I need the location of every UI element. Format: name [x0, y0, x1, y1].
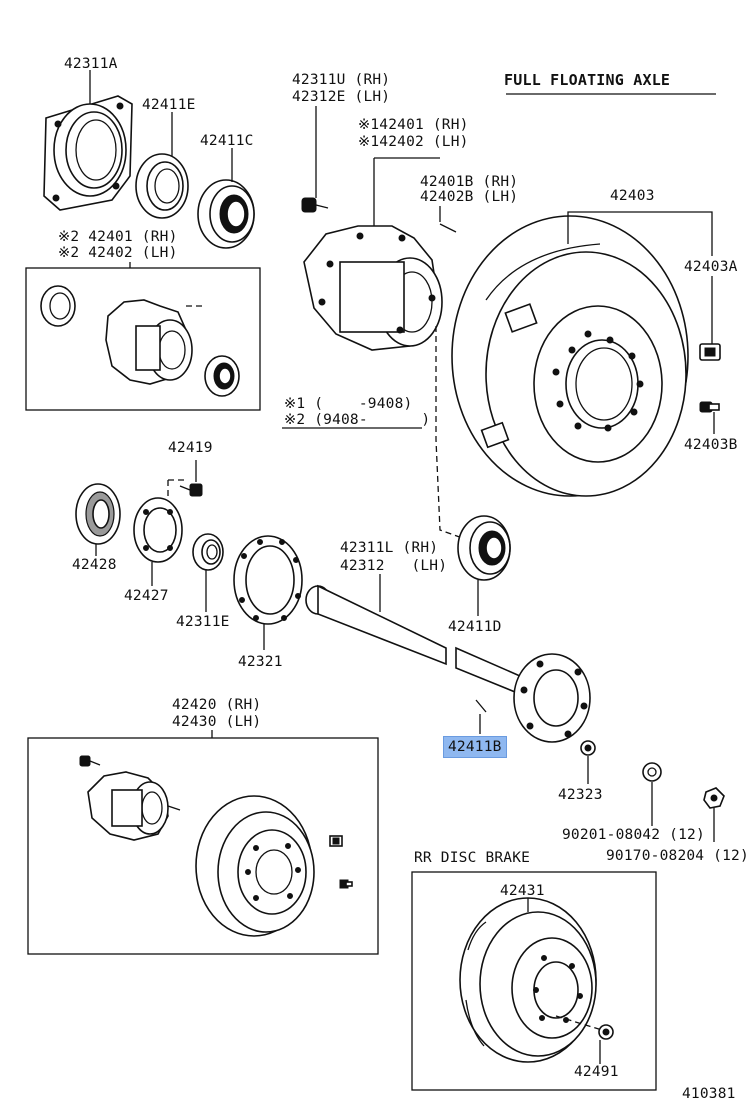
- callout-42403[interactable]: 42403: [610, 188, 655, 204]
- box-oil-seal[interactable]: [40, 285, 76, 327]
- callout-42312E[interactable]: 42312E (LH): [292, 89, 391, 105]
- part-42411D-bearing[interactable]: [457, 515, 511, 581]
- disc-brake-box: [411, 871, 657, 1091]
- disc-brake-title: RR DISC BRAKE: [414, 850, 531, 866]
- box-axle-hub[interactable]: [87, 771, 169, 841]
- callout-42401B[interactable]: 42401B (RH): [420, 174, 519, 190]
- part-42427-retainer[interactable]: [133, 497, 183, 563]
- part-42321-gasket[interactable]: [233, 535, 303, 625]
- hub-drum-assembly-box: [27, 737, 379, 955]
- box-screw[interactable]: [339, 879, 353, 889]
- footnote-1: ※1 ( -9408): [284, 396, 413, 412]
- part-42401B-hub-stud[interactable]: [439, 223, 457, 233]
- callout-42491[interactable]: 42491: [574, 1064, 619, 1080]
- part-42431-disc-rotor[interactable]: [459, 897, 597, 1063]
- part-42323-nut[interactable]: [580, 740, 596, 756]
- footnote-2: ※2 (9408- ): [284, 412, 431, 428]
- callout-42311L[interactable]: 42311L (RH): [340, 540, 439, 556]
- box-hole-plug[interactable]: [329, 835, 343, 847]
- part-42411C-bearing[interactable]: [197, 179, 255, 249]
- part-90170-nut[interactable]: [703, 787, 725, 809]
- callout-42431[interactable]: 42431: [500, 883, 545, 899]
- callout-42321[interactable]: 42321: [238, 654, 283, 670]
- part-42311A-retainer[interactable]: [43, 95, 133, 211]
- box-hub-bolt[interactable]: [79, 755, 101, 767]
- part-42411E-oil-seal[interactable]: [135, 153, 189, 219]
- callout-42311U[interactable]: 42311U (RH): [292, 72, 391, 88]
- callout-142401[interactable]: ※142401 (RH): [358, 117, 469, 133]
- diagram-title: FULL FLOATING AXLE: [504, 71, 671, 89]
- callout-42411B-highlighted[interactable]: 42411B: [443, 736, 507, 758]
- callout-42411E-top[interactable]: 42411E: [142, 97, 196, 113]
- callout-42419[interactable]: 42419: [168, 440, 213, 456]
- callout-42420[interactable]: 42420 (RH): [172, 697, 262, 713]
- callout-90170[interactable]: 90170-08204 (12): [606, 848, 749, 864]
- part-42419-bolt[interactable]: [179, 483, 203, 497]
- callout-42428[interactable]: 42428: [72, 557, 117, 573]
- box-bearing[interactable]: [204, 355, 240, 397]
- callout-42312[interactable]: 42312 (LH): [340, 558, 448, 574]
- callout-2-42401[interactable]: ※2 42401 (RH): [58, 229, 178, 245]
- callout-42403A[interactable]: 42403A: [684, 259, 738, 275]
- callout-42430[interactable]: 42430 (LH): [172, 714, 262, 730]
- box-hub[interactable]: [105, 299, 193, 385]
- callout-90201[interactable]: 90201-08042 (12): [562, 827, 705, 843]
- callout-2-42402[interactable]: ※2 42402 (LH): [58, 245, 178, 261]
- diagram-number: 410381: [682, 1086, 736, 1102]
- part-42311E-oil-seal[interactable]: [192, 533, 224, 571]
- callout-142402[interactable]: ※142402 (LH): [358, 134, 469, 150]
- part-42491-plug[interactable]: [598, 1024, 614, 1040]
- callout-42323[interactable]: 42323: [558, 787, 603, 803]
- part-42311U-hub-bolt[interactable]: [301, 197, 329, 213]
- part-42403B-screw[interactable]: [699, 401, 720, 413]
- callout-42411C[interactable]: 42411C: [200, 133, 254, 149]
- callout-42311A[interactable]: 42311A: [64, 56, 118, 72]
- callout-42427[interactable]: 42427: [124, 588, 169, 604]
- callout-42403B[interactable]: 42403B: [684, 437, 738, 453]
- callout-42402B[interactable]: 42402B (LH): [420, 189, 519, 205]
- box-brake-drum[interactable]: [195, 795, 315, 937]
- part-42428-gasket[interactable]: [75, 483, 121, 545]
- callout-42411D[interactable]: 42411D: [448, 619, 502, 635]
- part-142401-axle-hub[interactable]: [303, 225, 443, 351]
- part-42311L-axle-shaft[interactable]: [305, 584, 591, 743]
- callout-42311E[interactable]: 42311E: [176, 614, 230, 630]
- part-42411B-stud[interactable]: [475, 699, 487, 713]
- part-90201-washer[interactable]: [642, 762, 662, 782]
- part-42403-brake-drum[interactable]: [451, 215, 689, 497]
- part-42403A-hole-plug[interactable]: [699, 343, 721, 361]
- variant-2-hub-box: [25, 267, 261, 411]
